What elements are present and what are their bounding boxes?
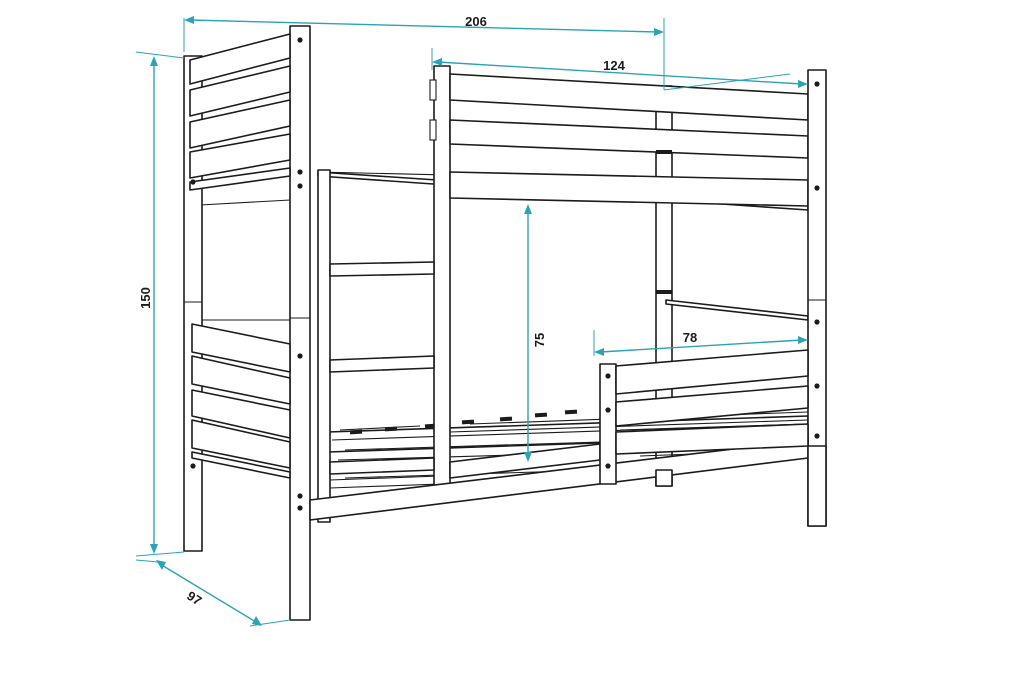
label-bunk-clearance: 75: [532, 333, 547, 347]
upper-guard-rail: [449, 69, 827, 527]
dimension-labels: 206 124 150 97 75 78: [138, 14, 697, 608]
label-total-height: 150: [138, 287, 153, 309]
label-bed-length: 124: [603, 58, 625, 73]
dimension-lines: [135, 16, 808, 627]
label-guard-rail-length: 78: [683, 330, 697, 345]
lower-bed-frame: [309, 349, 827, 527]
label-depth: 97: [184, 588, 204, 608]
ladder: [317, 65, 451, 523]
label-total-length: 206: [465, 14, 487, 29]
left-end-frame: [183, 25, 311, 621]
